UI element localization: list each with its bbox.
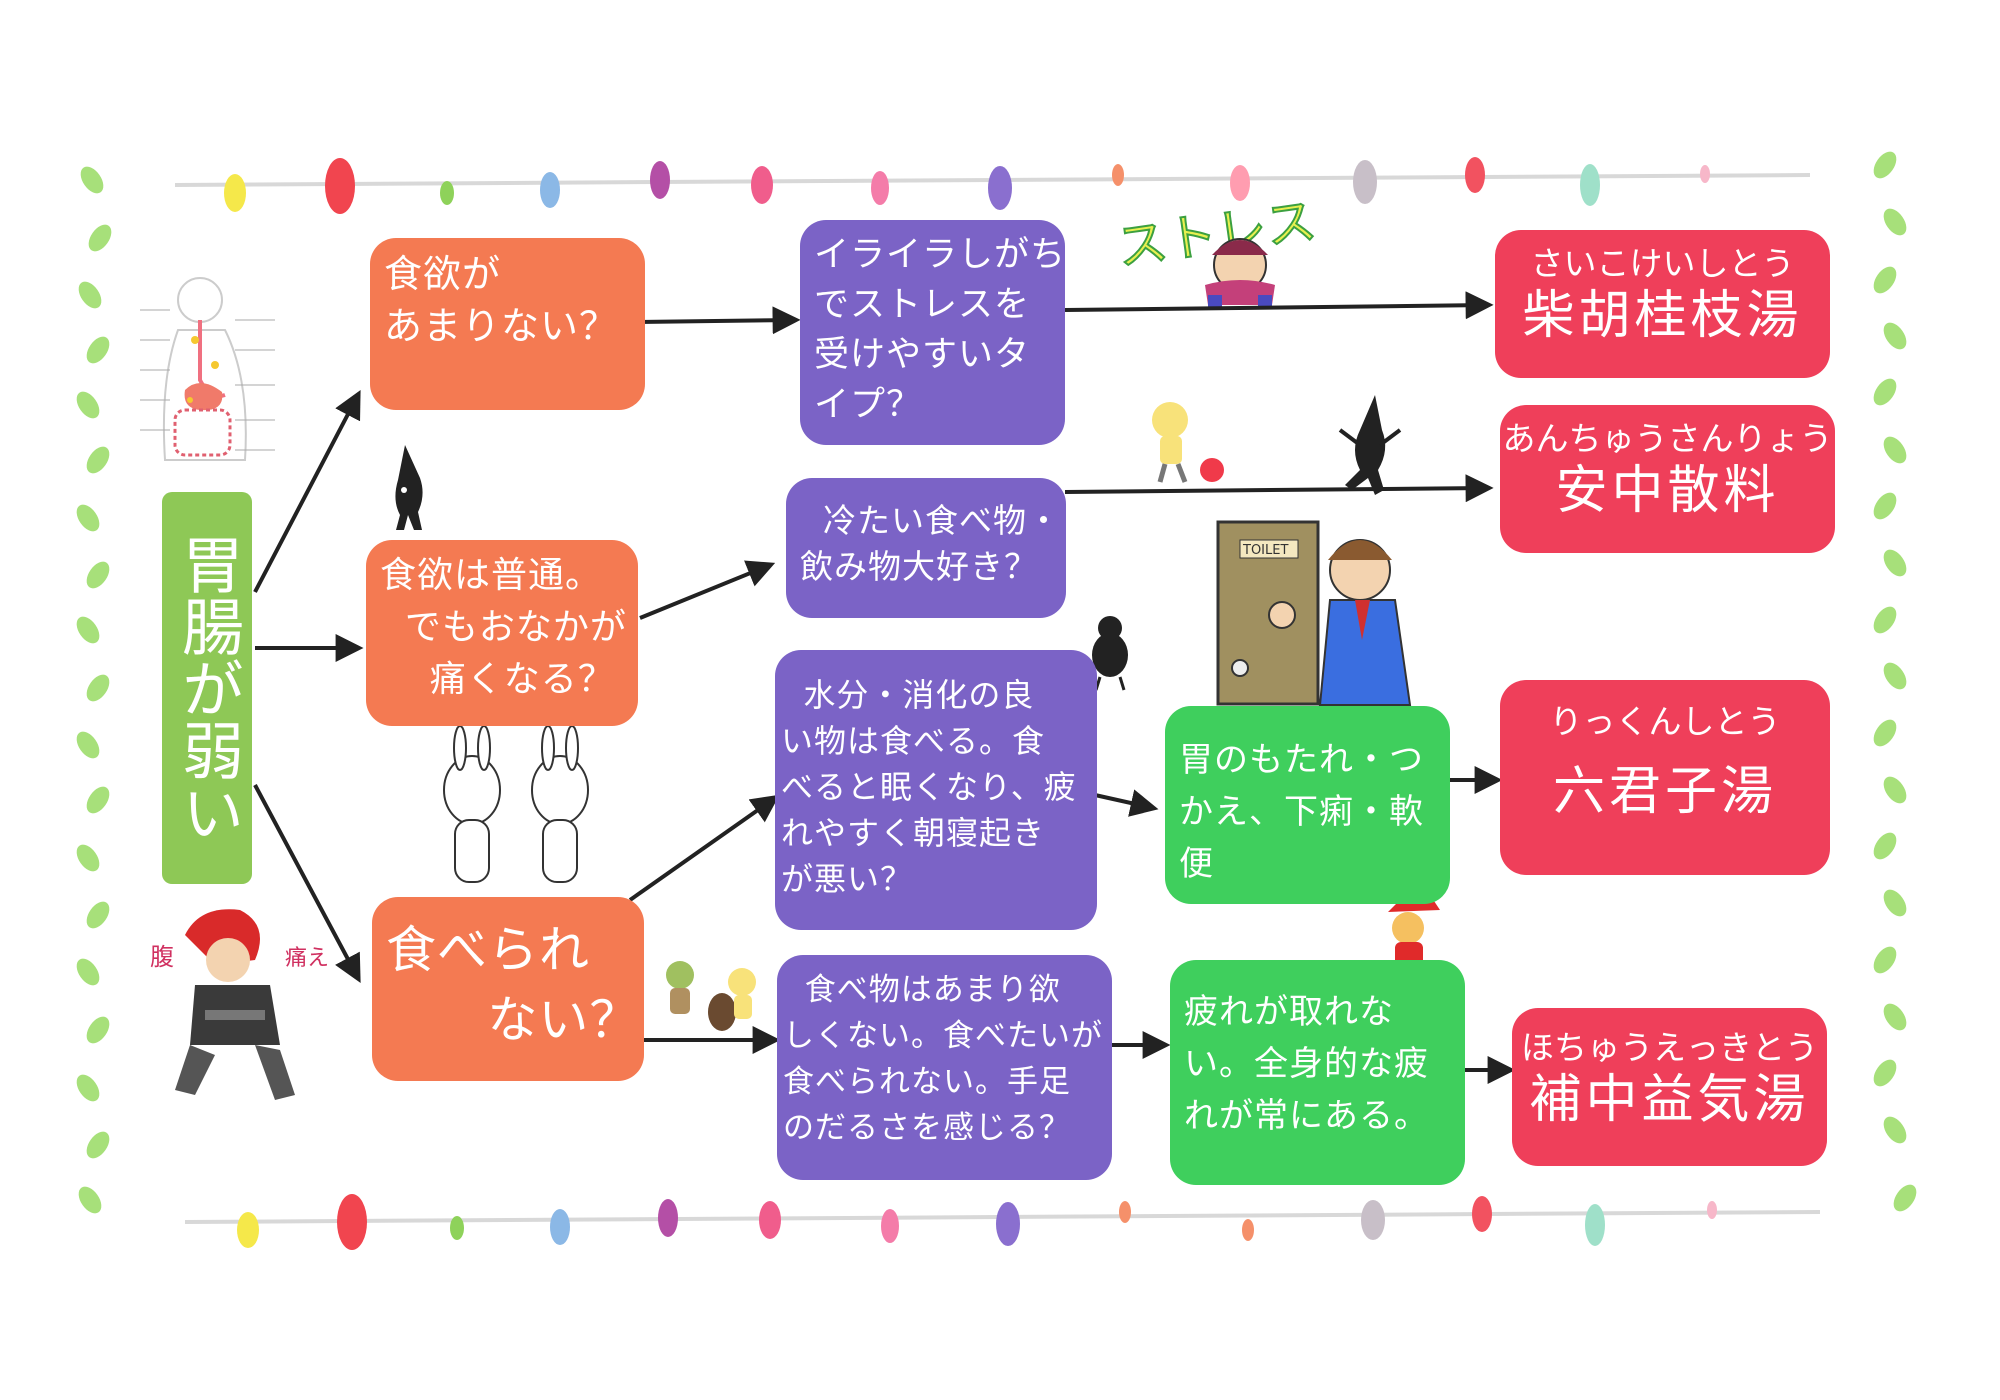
- result-name: 補中益気湯: [1529, 1070, 1810, 1130]
- result-kana: さいこけいしとう: [1530, 244, 1795, 283]
- question-line: 食欲は普通。: [380, 555, 603, 596]
- arrow-q2-to-p2: [639, 560, 776, 620]
- question-line: 飲み物大好き？: [800, 547, 1038, 586]
- pain-label: 痛え: [285, 946, 329, 971]
- result-box-saikokeishito: さいこけいしとう 柴胡桂枝湯: [1495, 230, 1830, 378]
- symptom-line: かえ、下痢・軟: [1179, 792, 1424, 832]
- question-box-no-desire-to-eat: 食べ物はあまり欲 しくない。食べたいが 食べられない。手足 のだるさを感じる？: [777, 955, 1112, 1180]
- question-line: い物は食べる。食: [781, 722, 1046, 760]
- top-bead-garland: [174, 157, 1811, 214]
- result-box-anchusanryo: あんちゅうさんりょう 安中散料: [1500, 405, 1835, 553]
- question-line: でストレスを: [814, 285, 1031, 325]
- flow-arrows: [253, 291, 1516, 1084]
- question-line: 冷たい食べ物・: [800, 501, 1061, 540]
- digestive-system-illustration: [140, 277, 275, 461]
- toilet-door-illustration: TOILET: [1216, 520, 1412, 706]
- question-line: ない？: [386, 991, 641, 1049]
- question-line: 受けやすいタ: [814, 335, 1031, 375]
- question-line: のだるさを感じる？: [783, 1110, 1071, 1146]
- result-box-hochuekkito: ほちゅうえっきとう 補中益気湯: [1512, 1008, 1827, 1166]
- question-box-cannot-eat: 食べられ ない？: [372, 897, 644, 1081]
- question-line: べると眠くなり、疲: [781, 768, 1077, 806]
- question-line: 食欲が: [384, 252, 502, 296]
- question-line: 食べ物はあまり欲: [783, 972, 1061, 1008]
- question-line: しくない。食べたいが: [783, 1018, 1103, 1054]
- question-line: イプ？: [814, 385, 923, 425]
- main-condition-label: 胃腸が弱い: [162, 492, 252, 884]
- symptom-line: 便: [1179, 844, 1214, 884]
- bottom-bead-garland: [184, 1194, 1821, 1250]
- result-box-rikkunshito: りっくんしとう 六君子湯: [1500, 680, 1830, 875]
- children-with-egg-illustration: [666, 961, 756, 1031]
- symptom-box-stomach-heaviness: 胃のもたれ・つ かえ、下痢・軟 便: [1165, 706, 1450, 904]
- symptom-line: れが常にある。: [1184, 1096, 1429, 1136]
- arrow-q1-to-p1: [637, 306, 801, 335]
- child-with-ball-illustration: [1152, 402, 1224, 483]
- arrow-p1-to-r1: [1064, 291, 1494, 320]
- symptom-box-chronic-fatigue: 疲れが取れな い。全身的な疲 れが常にある。: [1170, 960, 1465, 1185]
- question-box-stomach-pain: 食欲は普通。 でもおなかが 痛くなる？: [366, 540, 638, 726]
- right-leaf-border: [1873, 151, 1917, 1212]
- result-name: 安中散料: [1555, 461, 1780, 521]
- shadow-figure-running: [1338, 395, 1402, 495]
- result-name: 柴胡桂枝湯: [1522, 286, 1803, 346]
- question-line: が悪い？: [781, 860, 914, 898]
- symptom-line: 疲れが取れな: [1184, 992, 1394, 1032]
- question-line: でもおなかが: [380, 607, 627, 648]
- crow-figure: [1092, 616, 1128, 691]
- result-name: 六君子湯: [1552, 762, 1777, 822]
- left-leaf-border: [76, 166, 112, 1214]
- result-kana: りっくんしとう: [1549, 702, 1781, 741]
- stressed-character-illustration: ストレス: [1113, 191, 1321, 309]
- question-box-stress-type: イライラしがち でストレスを 受けやすいタ イプ？: [800, 220, 1065, 445]
- arrow-p3-to-g1: [1094, 789, 1159, 817]
- symptom-line: 胃のもたれ・つ: [1179, 740, 1424, 780]
- question-box-tired-after-eating: 水分・消化の良 い物は食べる。食 べると眠くなり、疲 れやすく朝寝起き が悪い？: [775, 650, 1097, 930]
- rabbits-illustration: [443, 725, 589, 883]
- symptom-line: い。全身的な疲: [1184, 1044, 1429, 1084]
- result-kana: あんちゅうさんりょう: [1502, 419, 1833, 458]
- question-line: 食べられ: [386, 921, 590, 979]
- question-box-cold-food: 冷たい食べ物・ 飲み物大好き？: [786, 478, 1066, 618]
- question-line: イライラしがち: [814, 235, 1067, 275]
- question-line: れやすく朝寝起き: [781, 814, 1046, 852]
- arrow-main-to-q1: [253, 390, 361, 593]
- toilet-sign: TOILET: [1242, 543, 1288, 558]
- belly-ache-character-illustration: 腹 痛え: [150, 909, 329, 1100]
- arrow-q3-to-p3: [628, 794, 780, 902]
- arrow-main-to-q3: [253, 784, 361, 983]
- question-line: 痛くなる？: [380, 659, 615, 700]
- arrow-p2-to-r2: [1064, 474, 1494, 503]
- question-line: あまりない？: [384, 304, 619, 348]
- shadow-figure-left: [395, 445, 423, 530]
- belly-label: 腹: [150, 943, 174, 971]
- question-line: 水分・消化の良: [781, 676, 1035, 714]
- question-box-low-appetite: 食欲が あまりない？: [370, 238, 645, 410]
- question-line: 食べられない。手足: [783, 1064, 1071, 1100]
- result-kana: ほちゅうえっきとう: [1521, 1028, 1818, 1067]
